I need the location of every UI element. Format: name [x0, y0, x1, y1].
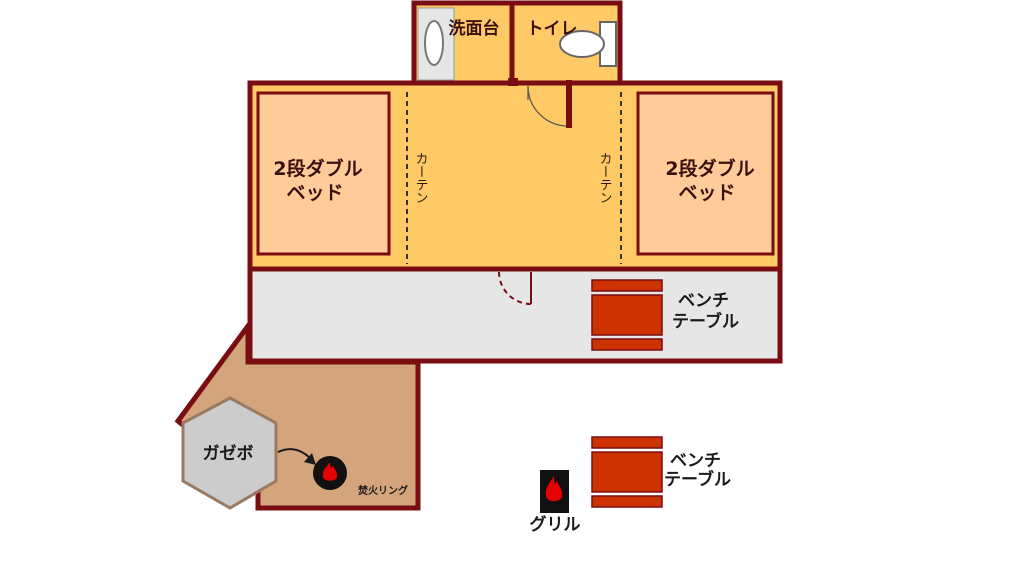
deck-bench-label-line2: テーブル — [672, 311, 739, 332]
deck-area — [247, 266, 783, 364]
toilet-icon — [559, 30, 605, 58]
arrow-line — [277, 448, 311, 459]
yard-bench-bottom — [591, 495, 663, 508]
bed-right — [636, 91, 775, 256]
interior-wall — [566, 80, 572, 128]
fire-ring-label: 焚火リング — [357, 484, 408, 497]
bed-right-label-line1: 2段ダブル — [665, 157, 754, 180]
fire-ring-flame-icon — [322, 462, 338, 481]
gazebo-hexagon — [181, 396, 278, 510]
deck-table — [591, 294, 663, 336]
yard-bench-top — [591, 436, 663, 449]
deck-bench-bottom — [591, 338, 663, 351]
toilet-label: トイレ — [527, 19, 578, 39]
interior-wall-stub — [508, 78, 518, 86]
curtain-left-label: カーテン — [413, 152, 428, 204]
deck-bench-top — [591, 279, 663, 292]
bed-right-label-line2: ベッド — [678, 182, 735, 204]
bed-left — [256, 91, 391, 256]
bed-left-label-line1: 2段ダブル — [273, 157, 362, 180]
grill-flame-icon — [545, 476, 563, 502]
yard-bench-label-line1: ベンチ — [670, 451, 721, 471]
washbasin-icon — [424, 20, 444, 66]
arrow-head-icon — [304, 453, 316, 465]
deck-bench-label-line1: ベンチ — [678, 291, 729, 311]
washbasin-label: 洗面台 — [449, 18, 500, 39]
toilet-door-swing — [527, 85, 567, 127]
yard-bench-label-line2: テーブル — [664, 469, 731, 490]
bed-left-label-line2: ベッド — [286, 182, 343, 204]
yard-table — [591, 451, 663, 493]
curtain-right-label: カーテン — [597, 152, 612, 204]
grill-label: グリル — [530, 514, 581, 535]
gazebo-label: ガゼボ — [203, 443, 254, 464]
